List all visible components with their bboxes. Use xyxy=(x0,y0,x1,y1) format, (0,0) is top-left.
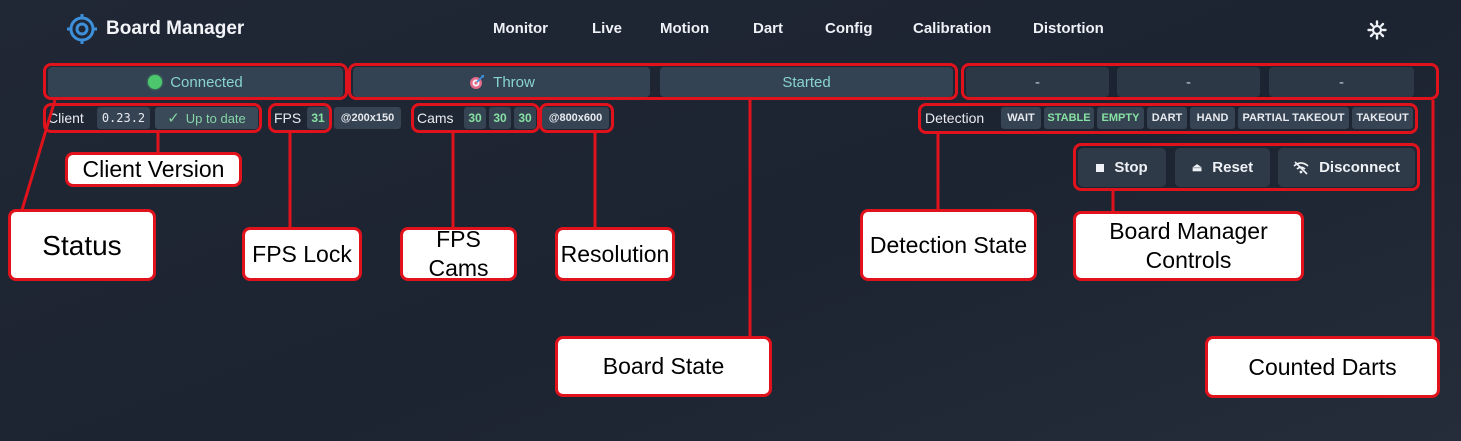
dart-1: - xyxy=(966,67,1109,97)
nav-config[interactable]: Config xyxy=(825,20,873,37)
update-status-label: Up to date xyxy=(185,110,246,126)
callout-status: Status xyxy=(8,209,156,281)
client-version: 0.23.2 xyxy=(97,107,150,129)
nav-distortion[interactable]: Distortion xyxy=(1033,20,1104,37)
highlight-controls xyxy=(1073,143,1420,191)
nav-dart[interactable]: Dart xyxy=(753,20,784,37)
callout-detection-state: Detection State xyxy=(860,209,1037,281)
brand[interactable]: Board Manager xyxy=(66,13,244,45)
stop-button[interactable]: Stop xyxy=(1078,148,1166,187)
reset-button-label: Reset xyxy=(1212,159,1254,176)
nav-live[interactable]: Live xyxy=(592,20,623,37)
cam-3-fps: 30 xyxy=(514,107,536,129)
nav-monitor[interactable]: Monitor xyxy=(493,20,548,37)
highlight-status xyxy=(43,63,348,100)
dart-2-value: - xyxy=(1186,73,1191,91)
highlight-counted-darts xyxy=(961,63,1439,100)
throw-label: Throw xyxy=(493,73,535,91)
connection-status: Connected xyxy=(48,67,343,97)
detection-wait: WAIT xyxy=(1001,107,1041,129)
connected-dot-icon xyxy=(148,75,163,89)
highlight-board-state xyxy=(348,63,958,100)
check-icon: ✓ xyxy=(167,110,180,127)
fps-label: FPS xyxy=(274,110,302,126)
nav-calibration[interactable]: Calibration xyxy=(913,20,992,37)
callout-board-state: Board State xyxy=(555,336,772,397)
callout-controls-line2: Controls xyxy=(1145,247,1232,273)
callout-controls-line1: Board Manager xyxy=(1109,218,1268,245)
update-status: ✓ Up to date xyxy=(155,107,258,129)
highlight-detection xyxy=(918,103,1418,134)
throw-status: Throw xyxy=(353,67,650,97)
disconnect-button[interactable]: Disconnect xyxy=(1278,148,1415,187)
callout-counted-darts: Counted Darts xyxy=(1205,336,1440,398)
detection-partial-takeout: PARTIAL TAKEOUT xyxy=(1238,107,1349,129)
dart-3: - xyxy=(1269,67,1414,97)
wifi-off-icon xyxy=(1293,160,1309,175)
eject-icon: ⏏ xyxy=(1191,162,1203,174)
board-state: Started xyxy=(660,67,953,97)
dart-target-icon xyxy=(470,74,485,89)
callout-controls: Board Manager Controls xyxy=(1073,211,1304,281)
cams-resolution: @800x600 xyxy=(542,107,609,129)
target-logo-icon xyxy=(67,14,97,44)
disconnect-button-label: Disconnect xyxy=(1319,159,1400,176)
highlight-resolution xyxy=(539,103,614,133)
dart-3-value: - xyxy=(1339,73,1344,91)
nav-motion[interactable]: Motion xyxy=(660,20,710,37)
stop-button-label: Stop xyxy=(1114,159,1148,176)
detection-hand: HAND xyxy=(1190,107,1235,129)
callout-fps-cams: FPS Cams xyxy=(400,226,517,281)
detection-empty: EMPTY xyxy=(1097,107,1144,129)
cams-label: Cams xyxy=(417,110,454,126)
stop-icon xyxy=(1096,163,1105,172)
detection-stable: STABLE xyxy=(1044,107,1094,129)
connection-status-label: Connected xyxy=(170,73,243,91)
callout-client-version: Client Version xyxy=(65,152,242,187)
fps-resolution: @200x150 xyxy=(334,107,401,129)
reset-button[interactable]: ⏏ Reset xyxy=(1175,148,1270,187)
highlight-client xyxy=(43,103,262,133)
app-title: Board Manager xyxy=(106,18,245,39)
theme-toggle-icon[interactable] xyxy=(1367,20,1387,40)
cam-2-fps: 30 xyxy=(489,107,511,129)
callout-fps-lock: FPS Lock xyxy=(242,227,362,281)
board-state-label: Started xyxy=(782,73,831,91)
cam-1-fps: 30 xyxy=(464,107,486,129)
dart-2: - xyxy=(1117,67,1260,97)
fps-lock-value: 31 xyxy=(307,107,329,129)
detection-label: Detection xyxy=(925,110,985,126)
detection-dart: DART xyxy=(1147,107,1187,129)
dart-1-value: - xyxy=(1035,73,1040,91)
client-label: Client xyxy=(48,110,84,126)
callout-resolution: Resolution xyxy=(555,227,675,281)
highlight-cams xyxy=(411,103,540,133)
detection-takeout: TAKEOUT xyxy=(1352,107,1413,129)
highlight-fps xyxy=(268,103,332,133)
